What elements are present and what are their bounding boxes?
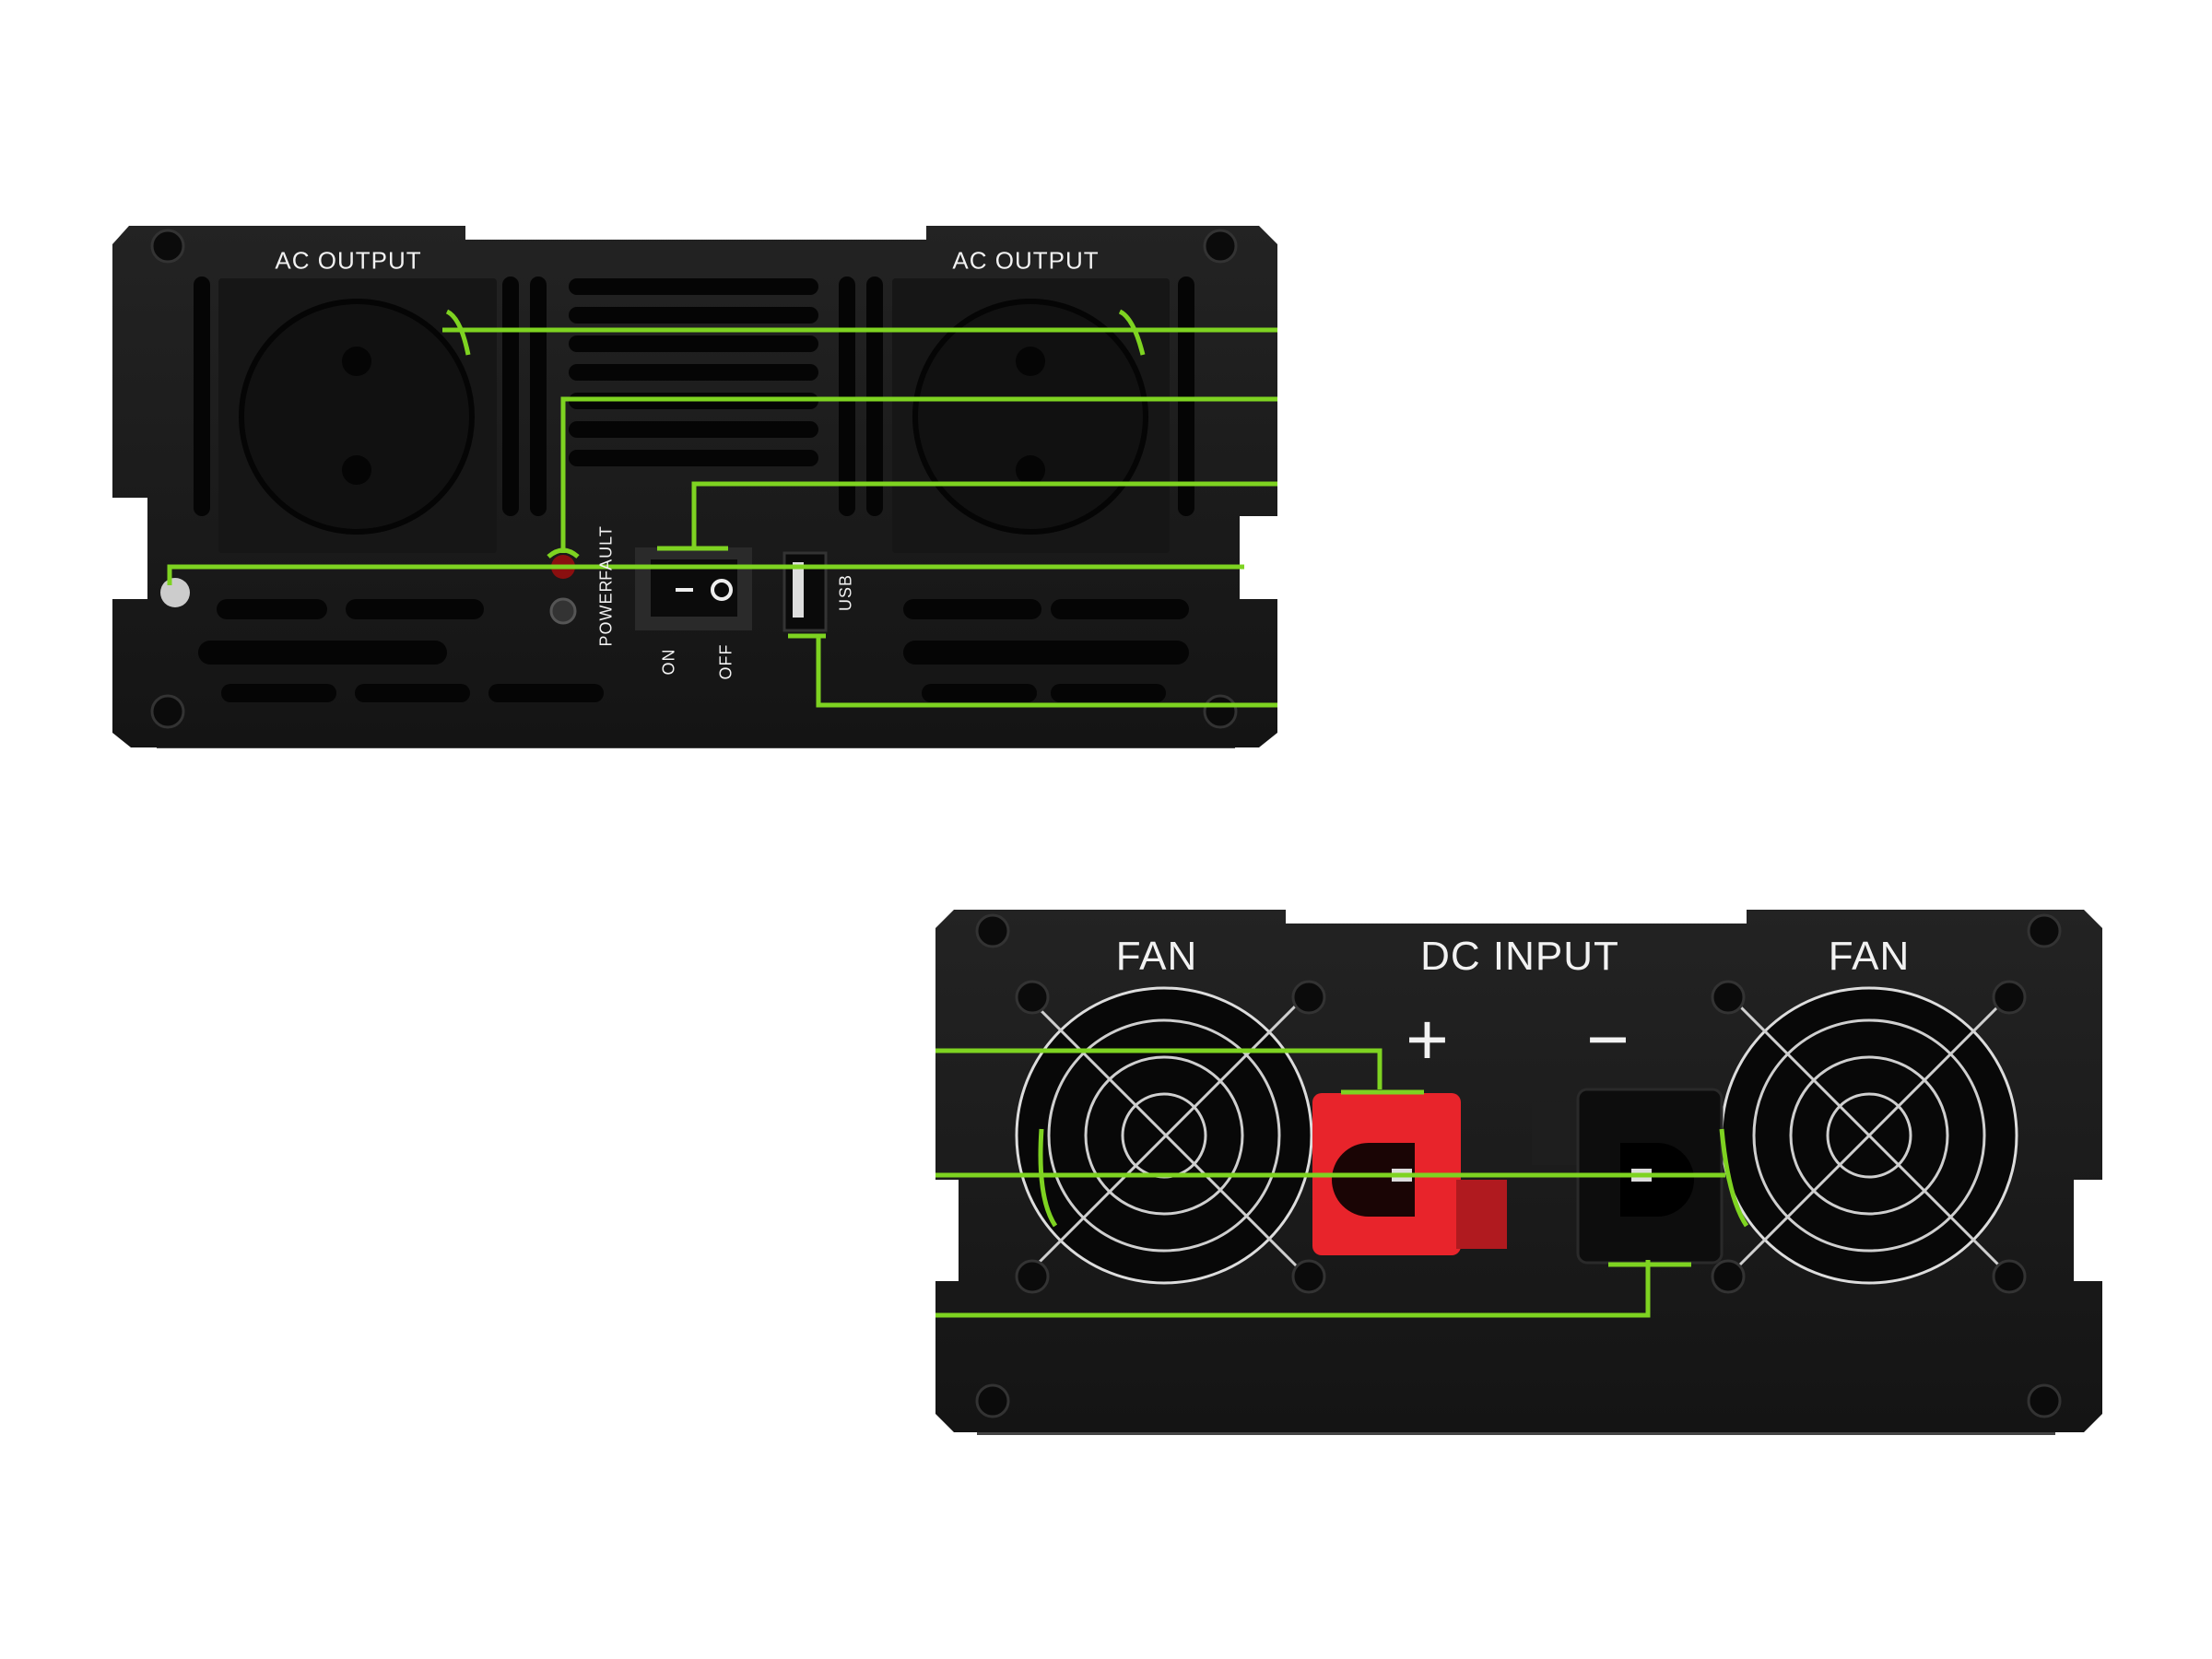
- ac-output-right-label: AC OUTPUT: [952, 246, 1100, 275]
- fan-right-label: FAN: [1828, 934, 1911, 979]
- usb-label: USB: [836, 573, 855, 612]
- power-led-label: POWER: [596, 579, 616, 647]
- switch-on-label: ON: [659, 648, 678, 676]
- dc-input-label: DC INPUT: [1420, 934, 1619, 979]
- ac-output-left-label: AC OUTPUT: [275, 246, 422, 275]
- switch-off-label: OFF: [716, 643, 735, 680]
- usb-port[interactable]: [784, 553, 826, 630]
- fault-led: [549, 597, 577, 625]
- positive-symbol: +: [1406, 998, 1450, 1080]
- fault-led-label: FAULT: [596, 525, 616, 581]
- callout-lines: [167, 309, 1749, 1318]
- fan-left-label: FAN: [1115, 934, 1198, 979]
- front-panel: [935, 910, 2102, 1435]
- ground-terminal: [160, 578, 190, 607]
- power-switch[interactable]: I O: [635, 547, 752, 630]
- negative-symbol: −: [1586, 998, 1630, 1080]
